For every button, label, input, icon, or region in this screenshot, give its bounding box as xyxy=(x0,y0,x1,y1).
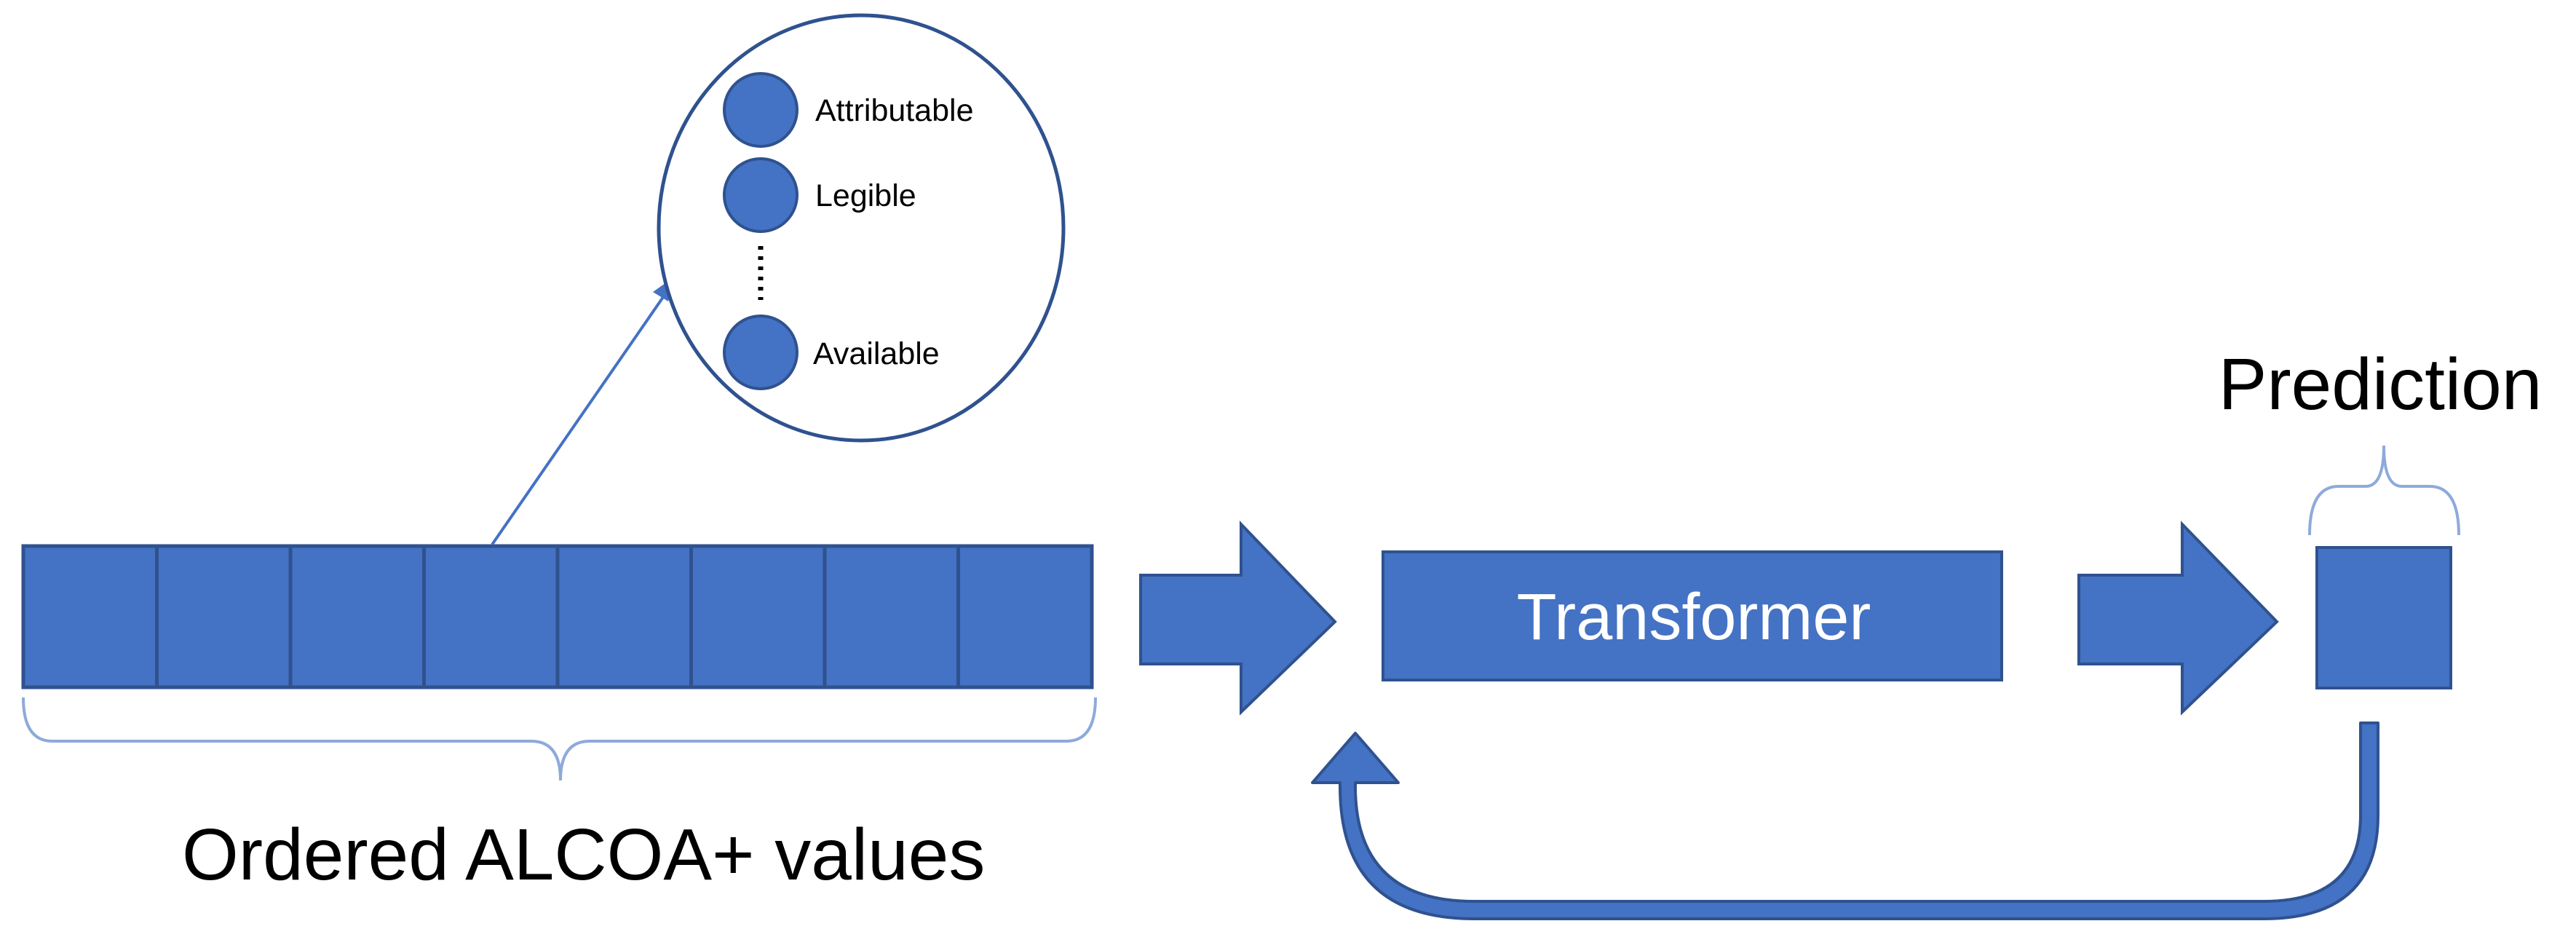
transformer-label: Transformer xyxy=(1517,581,1871,654)
item-label-legible: Legible xyxy=(815,178,916,213)
sequence-cell xyxy=(155,544,293,689)
prediction-brace xyxy=(2308,445,2460,536)
sequence-label: Ordered ALCOA+ values xyxy=(182,814,985,896)
zoom-callout-circle xyxy=(657,13,1066,443)
sequence-brace xyxy=(22,697,1097,781)
arrow-transformer-to-prediction-icon xyxy=(2077,521,2279,716)
arrow-sequence-to-transformer-icon xyxy=(1139,521,1337,716)
prediction-label: Prediction xyxy=(2219,344,2543,425)
feedback-loop-arrow-icon xyxy=(1311,722,2379,920)
sequence-cell xyxy=(956,544,1094,689)
item-label-available: Available xyxy=(813,336,940,371)
sequence-cell xyxy=(288,544,426,689)
transformer-block xyxy=(1382,550,2003,681)
item-label-attributable: Attributable xyxy=(815,93,974,128)
prediction-block xyxy=(2315,546,2452,689)
sequence-cell xyxy=(689,544,827,689)
sequence-cell xyxy=(422,544,560,689)
legible-dot-icon xyxy=(723,157,798,233)
sequence-bar xyxy=(21,544,1094,689)
callout-pointer-line xyxy=(491,288,670,546)
attributable-dot-icon xyxy=(723,72,798,148)
sequence-cell xyxy=(21,544,159,689)
available-dot-icon xyxy=(723,315,798,390)
sequence-cell xyxy=(555,544,693,689)
sequence-cell xyxy=(823,544,960,689)
